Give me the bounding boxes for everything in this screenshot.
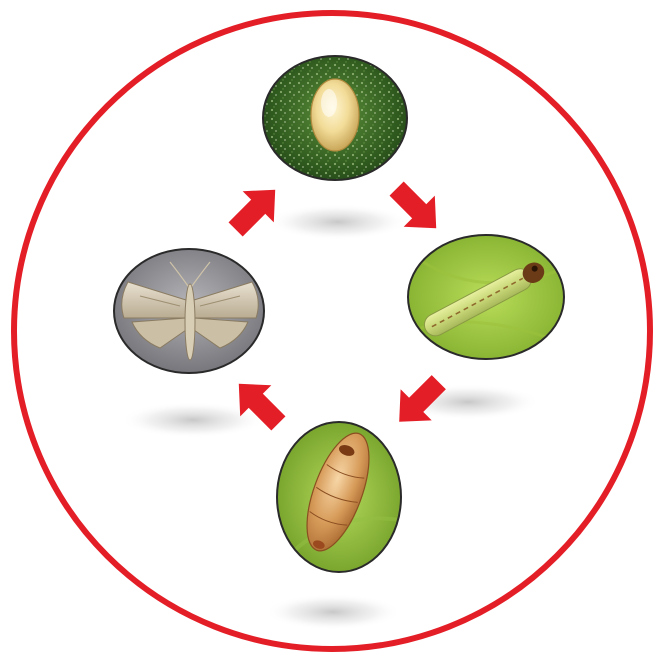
pupa-stage [275, 420, 405, 575]
larva-stage [405, 232, 570, 362]
egg-stage [260, 52, 410, 187]
adult-stage [110, 246, 270, 376]
moth-photo [110, 246, 270, 376]
egg-photo [260, 52, 410, 187]
larva-photo [405, 232, 570, 362]
arrow-adult-to-egg [220, 174, 291, 245]
